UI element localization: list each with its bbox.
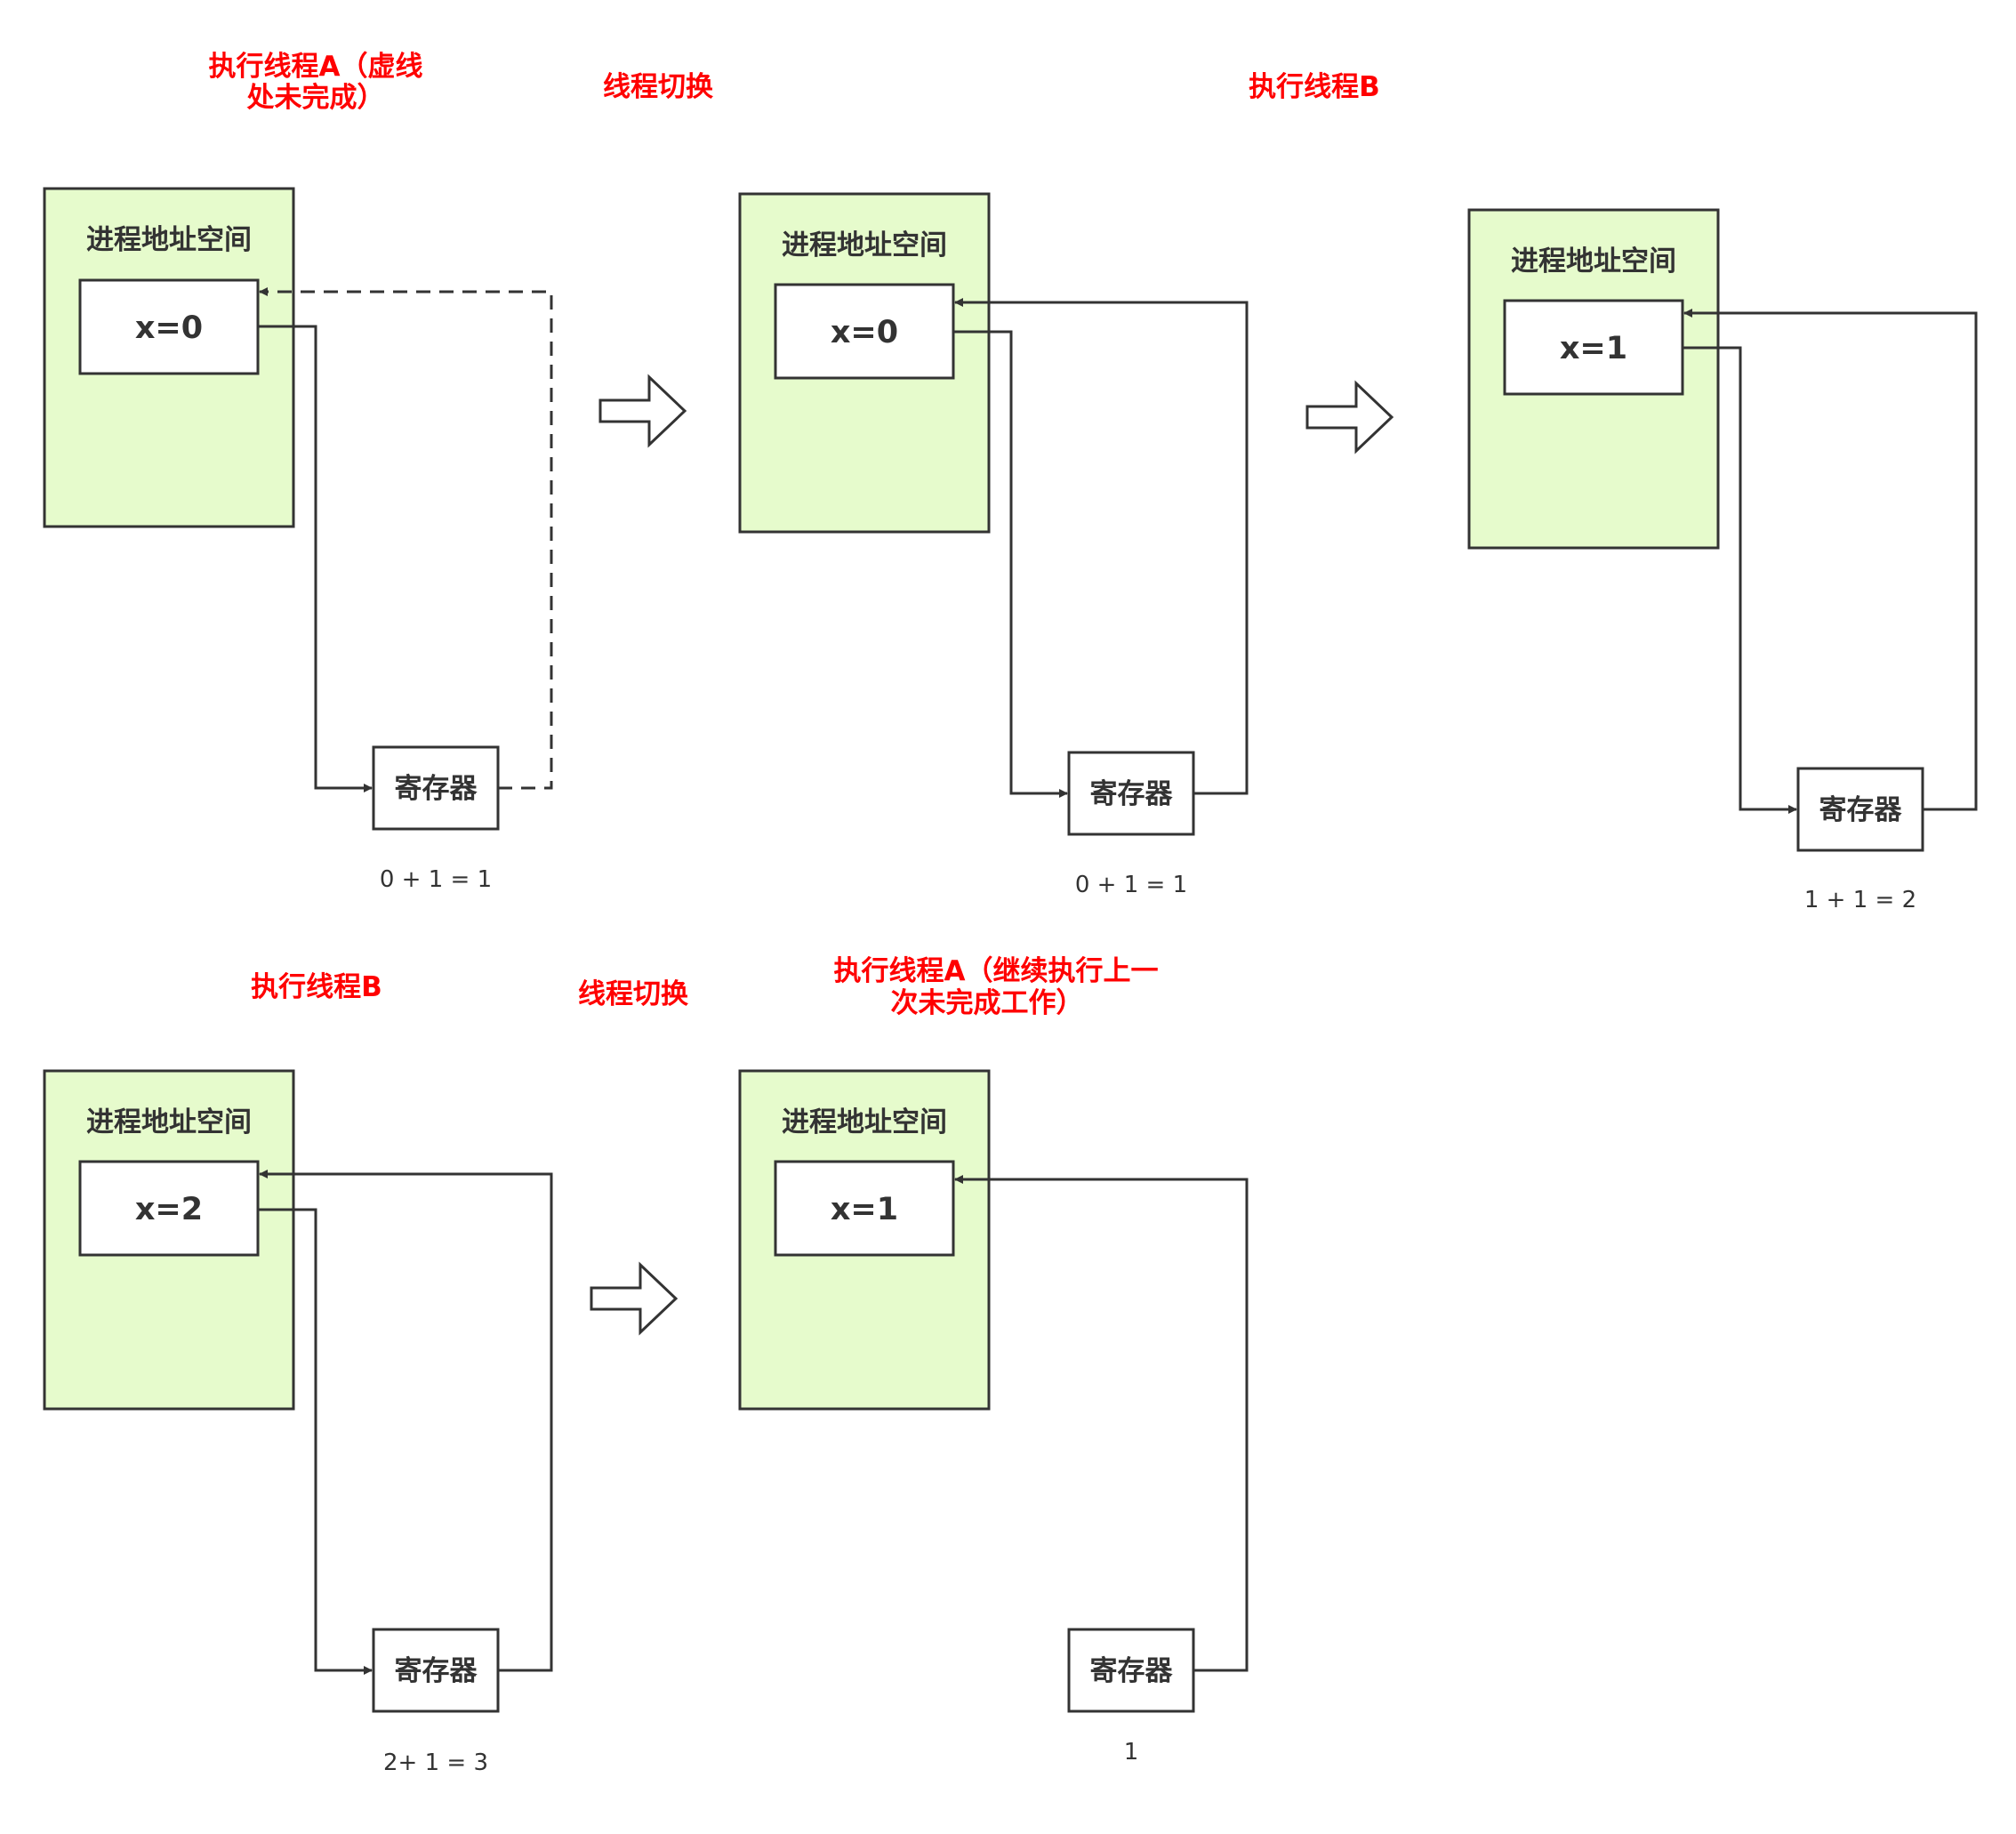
step-label-run-thread-b: 执行线程B [1249,71,1380,103]
writeback-arrow-dashed [259,287,553,790]
variable-box [774,1160,955,1257]
step-label-run-thread-a-cont: 处未完成） [246,82,385,114]
process-address-space-title: 进程地址空间 [782,1106,947,1138]
step-label-resume-thread-a: 执行线程A（继续执行上一 [834,955,1159,987]
step-label-thread-switch-2: 线程切换 [578,978,688,1010]
frame-2: 进程地址空间 x=0 寄存器 0 + 1 = 1 [738,192,1249,898]
writeback-arrow [1683,309,1978,811]
frame-5: 进程地址空间 x=1 寄存器 1 [738,1069,1249,1766]
load-arrow [258,1208,373,1675]
calculation-label: 0 + 1 = 1 [1075,872,1187,898]
step-arrow-icon [590,1261,679,1336]
calculation-label: 2+ 1 = 3 [383,1750,488,1776]
process-address-space-title: 进程地址空间 [782,229,947,261]
frame-3: 进程地址空间 x=1 寄存器 1 + 1 = 2 [1467,208,1978,913]
frame-1: 进程地址空间 x=0 寄存器 0 + 1 = 1 [43,187,553,893]
writeback-arrow [259,1170,553,1672]
step-arrow-icon [598,374,687,448]
load-arrow [953,330,1068,798]
variable-box [78,278,260,375]
variable-box [1503,299,1684,396]
register-label: 寄存器 [395,1655,478,1687]
register-box [372,745,500,831]
process-address-space-title: 进程地址空间 [86,1106,252,1138]
load-arrow [1683,346,1797,814]
step-arrow-icon [1305,380,1394,454]
writeback-arrow [954,298,1249,795]
register-label: 寄存器 [1819,794,1903,826]
variable-value: x=2 [135,1192,203,1227]
calculation-label: 0 + 1 = 1 [380,866,492,893]
writeback-arrow [954,1175,1249,1672]
variable-value: x=0 [831,315,898,350]
register-label: 寄存器 [395,773,478,805]
register-box [1796,767,1924,852]
load-arrow [258,325,373,792]
register-label: 寄存器 [1090,1655,1174,1687]
variable-value: x=0 [135,310,203,346]
variable-value: x=1 [831,1192,898,1227]
variable-box [78,1160,260,1257]
step-label-thread-switch: 线程切换 [603,71,713,103]
step-label-run-thread-b-2: 执行线程B [251,971,382,1003]
frame-4: 进程地址空间 x=2 寄存器 2+ 1 = 3 [43,1069,553,1776]
process-address-space-title: 进程地址空间 [86,224,252,256]
register-label: 寄存器 [1090,778,1174,810]
step-label-resume-thread-a-cont: 次未完成工作） [891,987,1084,1019]
variable-value: x=1 [1560,331,1627,366]
calculation-label: 1 [1124,1739,1139,1766]
calculation-label: 1 + 1 = 2 [1804,887,1916,913]
step-label-run-thread-a: 执行线程A（虚线 [209,51,423,83]
process-address-space-title: 进程地址空间 [1511,245,1676,278]
register-box [372,1628,500,1713]
